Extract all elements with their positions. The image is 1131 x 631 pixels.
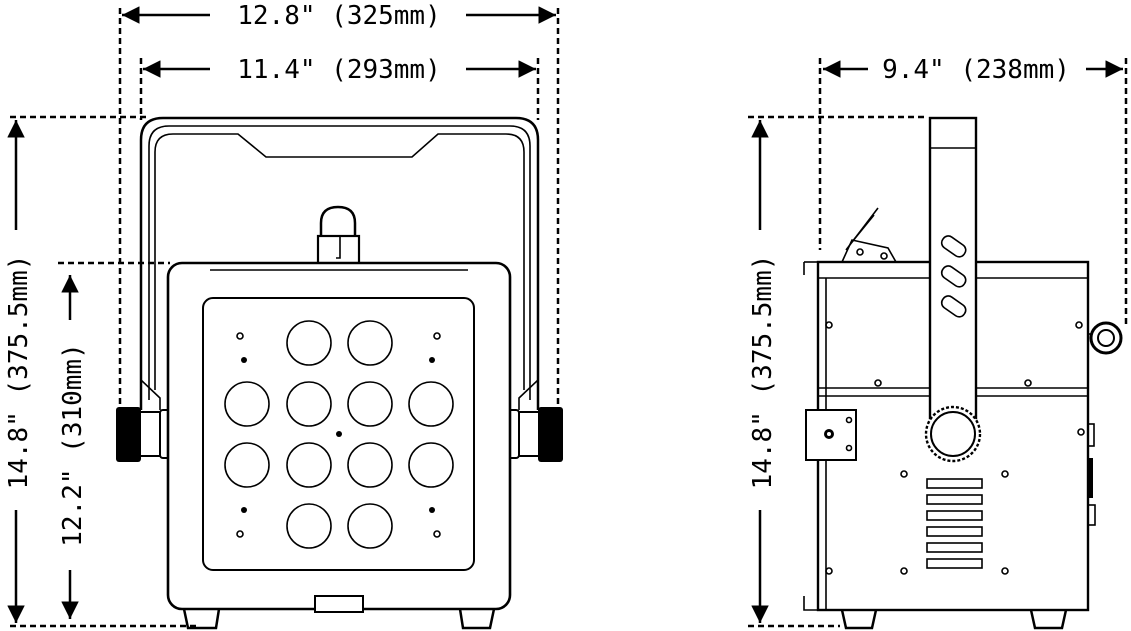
dimension-width-overall: 12.8" (325mm)	[118, 1, 560, 410]
mounting-bracket	[805, 409, 857, 461]
tilt-knob	[924, 405, 982, 463]
dimension-width-body: 11.4" (293mm)	[139, 55, 540, 120]
fixture-body-front	[166, 261, 512, 630]
dimension-height-overall: 14.8" (375.5mm)	[4, 115, 200, 628]
height-side-label: 14.8" (375.5mm)	[748, 255, 778, 490]
vent-slots	[926, 478, 983, 569]
height-body-label: 12.2" (310mm)	[58, 343, 88, 547]
dimension-height-body: 12.2" (310mm)	[58, 261, 170, 619]
led-lens-array	[224, 320, 454, 549]
rear-connectors	[1087, 423, 1096, 526]
width-overall-label: 12.8" (325mm)	[237, 1, 441, 31]
side-screws	[825, 321, 1085, 575]
dimension-height-side: 14.8" (375.5mm)	[748, 115, 928, 628]
side-view: 9.4" (238mm) 14.8" (375.5mm)	[748, 55, 1128, 630]
front-screws	[236, 332, 441, 538]
yoke-handle	[139, 116, 540, 410]
top-latch	[316, 205, 361, 272]
depth-label: 9.4" (238mm)	[882, 55, 1070, 85]
width-body-label: 11.4" (293mm)	[237, 55, 441, 85]
height-overall-label: 14.8" (375.5mm)	[4, 255, 34, 490]
front-view: 12.8" (325mm) 11.4" (293mm) 14.8" (375.5…	[4, 1, 563, 630]
safety-ring	[1088, 321, 1123, 355]
yoke-arm-side	[928, 116, 978, 420]
dimension-depth: 9.4" (238mm)	[818, 55, 1128, 325]
top-hinge-latch	[841, 207, 897, 263]
